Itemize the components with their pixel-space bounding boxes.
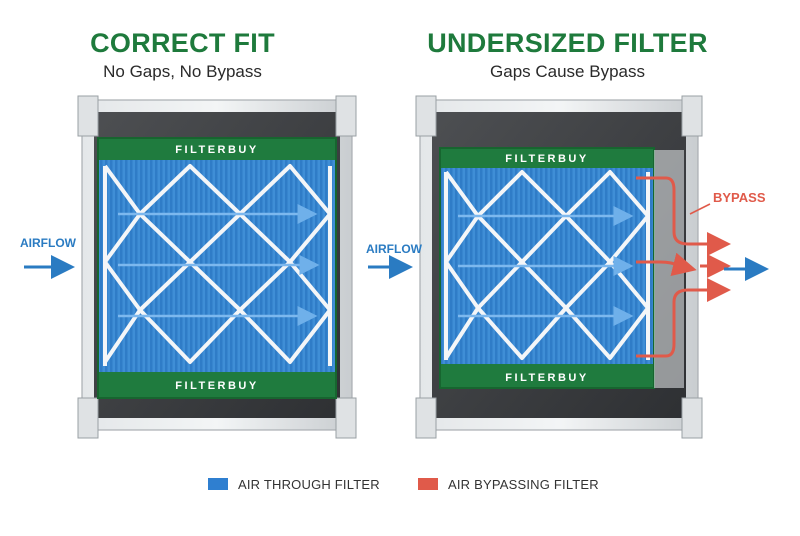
correct-fit-title: CORRECT FIT [90, 28, 275, 58]
legend-swatch-through [208, 478, 228, 490]
left-brand-bottom: FILTERBUY [175, 380, 258, 392]
bypass-label: BYPASS [713, 190, 766, 205]
bypass-pointer [689, 203, 711, 215]
right-brand-top: FILTERBUY [505, 153, 588, 165]
left-airflow-label: AIRFLOW [20, 236, 76, 250]
legend-label-through: AIR THROUGH FILTER [238, 477, 380, 492]
correct-fit-subtitle: No Gaps, No Bypass [103, 62, 262, 81]
legend-label-bypass: AIR BYPASSING FILTER [448, 477, 599, 492]
bypass-arrows [636, 176, 731, 358]
right-airflow-label: AIRFLOW [366, 242, 422, 256]
left-filter [97, 137, 337, 399]
left-through-arrows [118, 204, 320, 326]
undersized-filter-subtitle: Gaps Cause Bypass [490, 62, 645, 81]
left-brand-top: FILTERBUY [175, 144, 258, 156]
right-filter [439, 147, 655, 389]
filter-gap [654, 150, 684, 388]
legend: AIR THROUGH FILTER AIR BYPASSING FILTER [0, 476, 800, 492]
legend-swatch-bypass [418, 478, 438, 490]
right-through-arrows [458, 206, 634, 326]
right-brand-bottom: FILTERBUY [505, 372, 588, 384]
undersized-filter-title: UNDERSIZED FILTER [427, 28, 708, 58]
